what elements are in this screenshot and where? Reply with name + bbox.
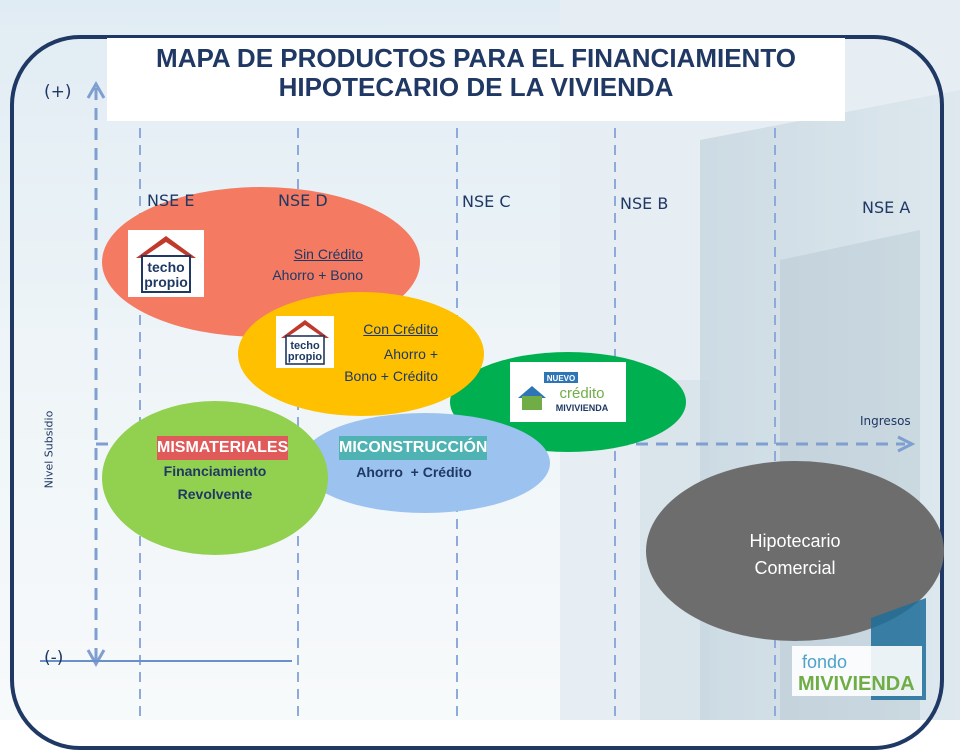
segment-label-nse-c: NSE C <box>462 192 511 211</box>
segment-label-nse-a: NSE A <box>862 198 911 217</box>
mivivienda-word: MIVIVIENDA <box>556 403 609 413</box>
segment-label-nse-d: NSE D <box>278 191 328 210</box>
miconstruccion-detail: Ahorro + Crédito <box>356 464 472 480</box>
hipotecario-line-1: Hipotecario <box>749 531 841 551</box>
miconstruccion-ellipse <box>300 413 550 513</box>
segment-label-nse-b: NSE B <box>620 194 669 213</box>
sin-credito-detail: Ahorro + Bono <box>272 267 363 283</box>
fondo-word: fondo <box>802 652 847 672</box>
x-axis-title: Ingresos <box>860 414 911 428</box>
svg-text:propio: propio <box>288 351 322 363</box>
y-axis-arrow-down <box>86 649 106 668</box>
mismateriales-ellipse <box>102 401 328 555</box>
y-axis-top-label: (+) <box>44 82 72 102</box>
nuevo-credito-mivivienda-logo: NUEVO crédito MIVIVIENDA <box>510 362 626 422</box>
hipotecario-line-2: Comercial <box>754 558 836 578</box>
fondo-mivivienda-logo: fondo MIVIVIENDA <box>786 598 936 700</box>
nuevo-badge-text: NUEVO <box>547 374 575 383</box>
mismateriales-detail-1: Financiamiento <box>163 463 267 479</box>
svg-text:propio: propio <box>144 274 188 290</box>
page-title: MAPA DE PRODUCTOS PARA EL FINANCIAMIENTO… <box>107 44 845 102</box>
title-box: MAPA DE PRODUCTOS PARA EL FINANCIAMIENTO… <box>107 38 845 121</box>
con-credito-title: Con Crédito <box>363 321 438 337</box>
title-line-1: MAPA DE PRODUCTOS PARA EL FINANCIAMIENTO <box>156 43 796 73</box>
y-axis-title: Nivel Subsidio <box>42 410 56 489</box>
svg-text:techo: techo <box>290 340 320 352</box>
credito-word: crédito <box>559 385 604 402</box>
mismateriales-detail-2: Revolvente <box>177 486 253 502</box>
y-axis-bottom-label: (-) <box>44 648 64 668</box>
con-credito-detail-2: Bono + Crédito <box>344 368 438 384</box>
con-credito-detail-1: Ahorro + <box>383 346 438 362</box>
mivivienda-footer-word: MIVIVIENDA <box>798 673 915 695</box>
svg-text:techo: techo <box>147 259 184 275</box>
mismateriales-logo: MISMATERIALES <box>157 436 288 460</box>
techo-propio-logo: techo propio <box>276 316 334 368</box>
sin-credito-title: Sin Crédito <box>293 246 363 262</box>
y-axis-arrow-up <box>86 80 106 99</box>
techo-propio-logo: techo propio <box>128 230 204 297</box>
x-axis-arrow <box>897 435 916 453</box>
segment-label-nse-e: NSE E <box>147 191 195 210</box>
miconstruccion-logo: MICONSTRUCCIÓN <box>339 436 487 460</box>
title-line-2: HIPOTECARIO DE LA VIVIENDA <box>278 72 674 102</box>
